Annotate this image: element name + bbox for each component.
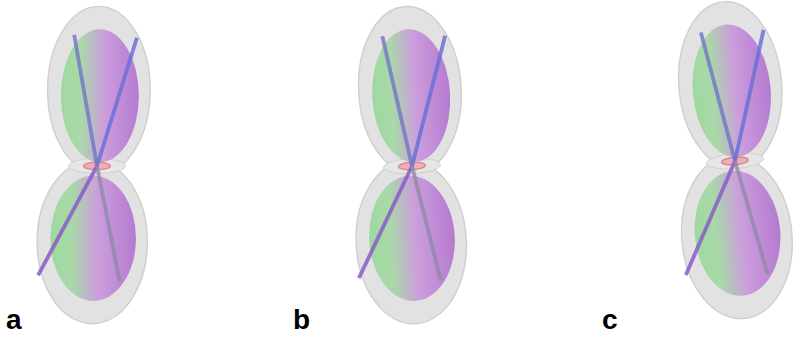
panel-letter: c	[602, 306, 618, 334]
panel-letter: a	[6, 306, 22, 334]
panel-letter: b	[293, 306, 310, 334]
